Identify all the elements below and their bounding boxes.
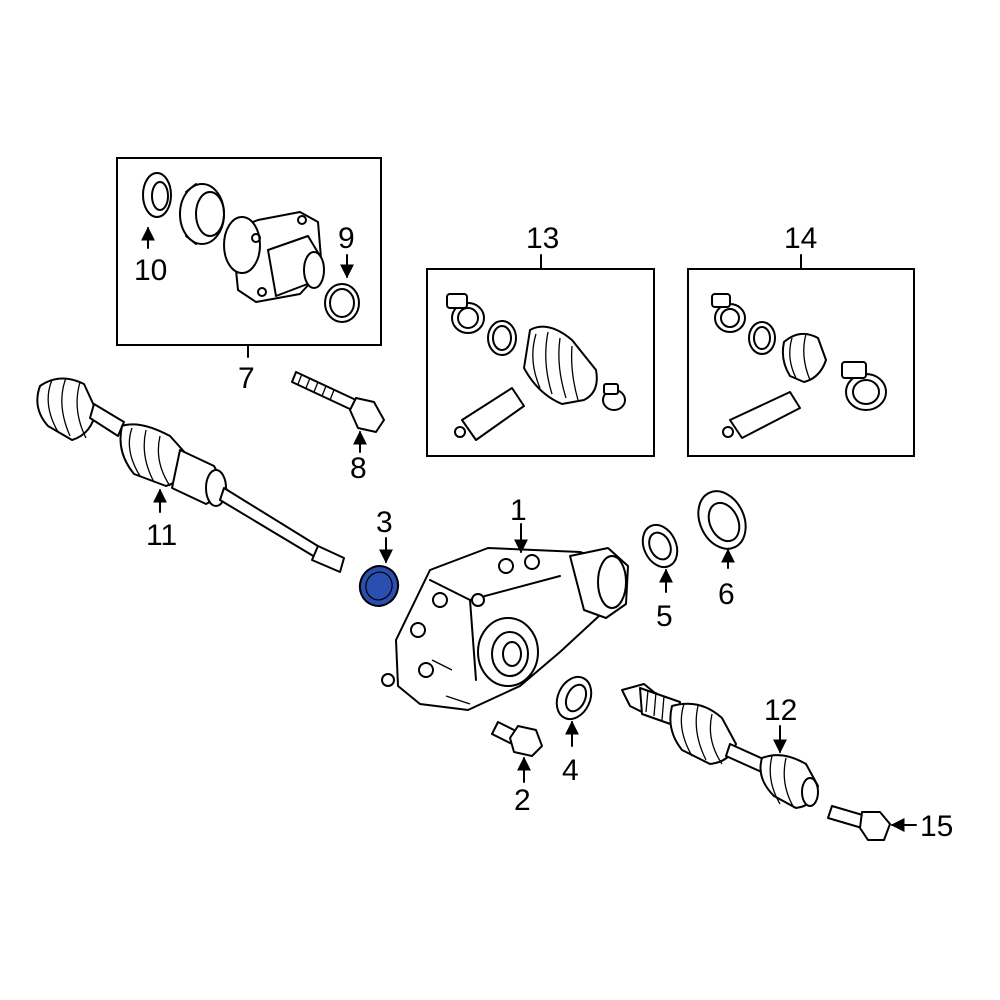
grease-tube: [722, 391, 801, 439]
part-14-boot-kit-box[interactable]: [687, 254, 915, 457]
small-clamp: [602, 383, 626, 411]
part-15-bolt[interactable]: [827, 805, 891, 841]
flange-housing: [223, 211, 325, 303]
part-4-seal[interactable]: [550, 671, 598, 724]
cv-boot: [781, 332, 827, 383]
callout-4: 4: [562, 754, 579, 787]
callout-15: 15: [920, 810, 953, 843]
callout-13: 13: [526, 222, 559, 255]
bearing-part: [179, 183, 225, 245]
part-2-bolt[interactable]: [491, 721, 543, 757]
part-12-axle-shaft[interactable]: [621, 683, 819, 809]
callout-2: 2: [514, 784, 531, 817]
grease-tube: [454, 387, 525, 441]
part-3-seal-highlighted[interactable]: [354, 561, 403, 612]
clamp: [446, 293, 485, 334]
callout-7: 7: [238, 362, 255, 395]
callout-12: 12: [764, 694, 797, 727]
cv-boot: [523, 325, 598, 405]
part-7-kit-box[interactable]: [116, 157, 382, 346]
part-9-o-ring[interactable]: [324, 283, 360, 323]
large-clamp: [841, 361, 887, 411]
part-10-seal[interactable]: [142, 172, 172, 218]
callout-1: 1: [510, 494, 527, 527]
clamp: [711, 293, 746, 333]
callout-9: 9: [338, 222, 355, 255]
callout-6: 6: [718, 578, 735, 611]
part-5-seal[interactable]: [636, 519, 684, 572]
part-11-axle-shaft[interactable]: [36, 377, 345, 573]
callout-8: 8: [350, 452, 367, 485]
callout-3: 3: [376, 506, 393, 539]
part-6-seal[interactable]: [689, 484, 754, 557]
callout-10: 10: [134, 254, 167, 287]
callout-11: 11: [146, 519, 177, 552]
callout-14: 14: [784, 222, 817, 255]
callout-5: 5: [656, 600, 673, 633]
part-1-differential[interactable]: [381, 547, 629, 711]
part-8-bolt[interactable]: [291, 371, 385, 433]
part-13-boot-kit-box[interactable]: [426, 254, 655, 457]
